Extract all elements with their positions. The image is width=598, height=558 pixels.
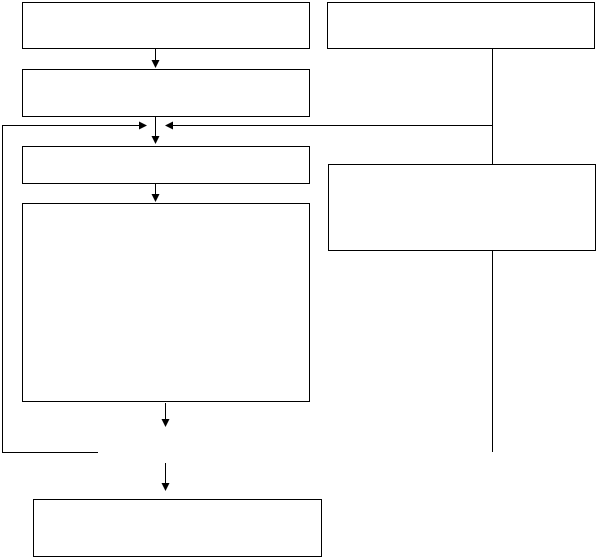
arrowhead-right-merge bbox=[165, 121, 173, 130]
flow-box-2 bbox=[22, 69, 310, 117]
flow-box-6 bbox=[328, 164, 596, 251]
flow-box-5 bbox=[327, 2, 595, 49]
flow-box-1 bbox=[22, 2, 310, 49]
arrowhead-box2 bbox=[151, 60, 160, 68]
arrowhead-box4 bbox=[151, 194, 160, 202]
feedback-loop-line bbox=[2, 125, 139, 453]
flow-box-7 bbox=[33, 499, 322, 557]
flow-box-3 bbox=[22, 146, 310, 184]
arrowhead-box7 bbox=[161, 483, 170, 491]
arrowhead-feedback bbox=[139, 121, 147, 130]
arrowhead-box3-top bbox=[151, 136, 160, 144]
flow-box-4 bbox=[22, 203, 310, 402]
arrowhead-box4-down bbox=[161, 419, 170, 427]
